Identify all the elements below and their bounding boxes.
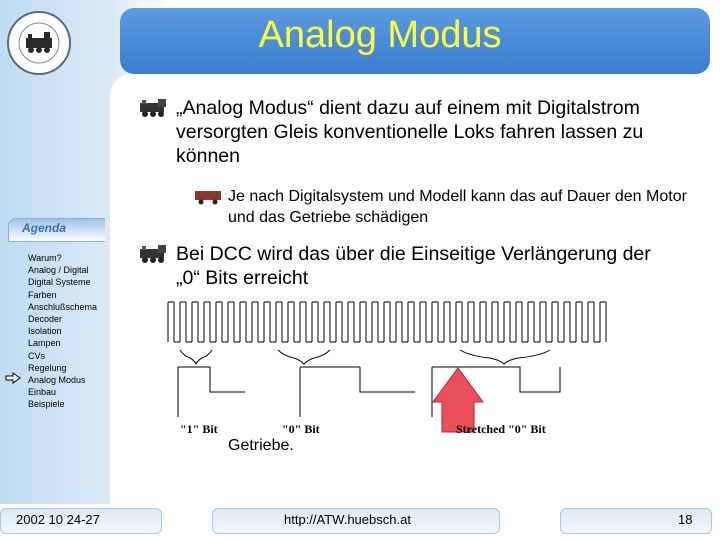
locomotive-icon [140,245,166,263]
agenda-item-digital-systeme[interactable]: Digital Systeme [28,277,91,288]
footer-url-link[interactable]: http://ATW.huebsch.at [284,512,411,527]
footer-url-box [212,508,500,534]
bullet-text-schaden: Je nach Digitalsystem und Modell kann da… [228,188,687,226]
agenda-tab [8,218,105,242]
slide-title: Analog Modus [258,14,502,56]
agenda-item-decoder[interactable]: Decoder [28,314,63,325]
agenda-item-einbau[interactable]: Einbau [28,387,57,398]
content-panel [110,74,720,504]
title-bar [120,8,710,74]
current-item-arrow-icon [5,372,21,384]
agenda-label: Agenda [22,221,67,235]
dcc-signal-diagram [167,301,607,433]
agenda-item-anschlussschema[interactable]: Anschlußschema [28,301,98,312]
agenda-item-warum[interactable]: Warum? [28,253,62,263]
agenda-item-cvs[interactable]: CVs [28,350,46,361]
agenda-item-beispiele[interactable]: Beispiele [28,399,65,410]
agenda-list: Warum? Analog / Digital Digital Systeme … [28,252,97,411]
footer-page-number: 18 [678,512,693,527]
footer-date-box [0,508,162,534]
agenda-item-isolation[interactable]: Isolation [28,326,62,337]
atw-logo [6,10,72,76]
footer-date: 2002 10 24-27 [16,512,100,527]
bullet-text-dcc: Bei DCC wird das über die Einseitige Ver… [176,243,651,289]
agenda-item-regelung[interactable]: Regelung [28,362,67,373]
bullet-text-analog-modus: „Analog Modus“ dient dazu auf einem mit … [176,97,644,167]
highlight-arrow-icon [432,367,484,433]
wagon-icon [195,191,221,205]
agenda-item-farben[interactable]: Farben [28,289,57,300]
label-stretched-zero-bit: Stretched "0" Bit [456,422,546,436]
agenda-item-lampen[interactable]: Lampen [28,338,61,349]
label-zero-bit: "0" Bit [282,422,320,436]
footer-page-box [560,508,712,534]
agenda-item-analog-modus[interactable]: Analog Modus [28,375,86,386]
agenda-item-analog-digital[interactable]: Analog / Digital [28,265,89,276]
locomotive-icon [140,99,166,117]
figure-caption: Getriebe. [228,437,294,454]
label-one-bit: "1" Bit [180,422,218,436]
